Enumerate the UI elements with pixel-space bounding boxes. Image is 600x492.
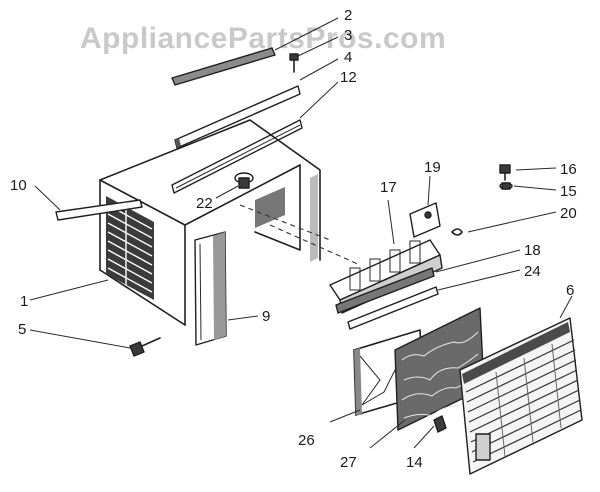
- part-16-screw: [499, 164, 511, 181]
- part-18-strip: [335, 267, 435, 314]
- callout-4: 4: [344, 49, 353, 66]
- callout-1: 1: [20, 293, 29, 310]
- callout-2: 2: [344, 7, 353, 24]
- callout-24: 24: [524, 263, 541, 280]
- callout-12: 12: [340, 69, 357, 86]
- callout-22: 22: [196, 195, 213, 212]
- callout-26: 26: [298, 432, 315, 449]
- part-9-side-panel: [194, 231, 227, 346]
- part-24-strip: [347, 286, 439, 330]
- callout-9: 9: [262, 308, 271, 325]
- callout-17: 17: [380, 179, 397, 196]
- callout-20: 20: [560, 205, 577, 222]
- part-1-cabinet: [99, 119, 361, 326]
- part-19-clip: [409, 202, 441, 238]
- callout-14: 14: [406, 454, 423, 471]
- leader-lines: [29, 17, 573, 449]
- callout-3: 3: [344, 27, 353, 44]
- part-22-knob: [234, 172, 254, 189]
- part-10-bracket: [55, 199, 143, 221]
- callout-15: 15: [560, 183, 577, 200]
- part-15-washer: [499, 182, 513, 190]
- part-14-clip: [433, 415, 447, 433]
- watermark: AppliancePartsPros.com: [80, 22, 447, 55]
- callout-5: 5: [18, 321, 27, 338]
- callout-19: 19: [424, 159, 441, 176]
- part-20-small-clip: [451, 228, 463, 236]
- part-2-top-strip: [171, 47, 276, 86]
- callout-10: 10: [10, 177, 27, 194]
- part-12-rail: [171, 119, 303, 194]
- part-5-screw: [129, 337, 161, 357]
- callout-27: 27: [340, 454, 357, 471]
- callout-6: 6: [566, 282, 575, 299]
- callout-18: 18: [524, 242, 541, 259]
- part-3-screw: [289, 53, 299, 73]
- part-4-rail: [174, 85, 301, 149]
- callout-16: 16: [560, 161, 577, 178]
- part-6-front-grille: [459, 317, 583, 475]
